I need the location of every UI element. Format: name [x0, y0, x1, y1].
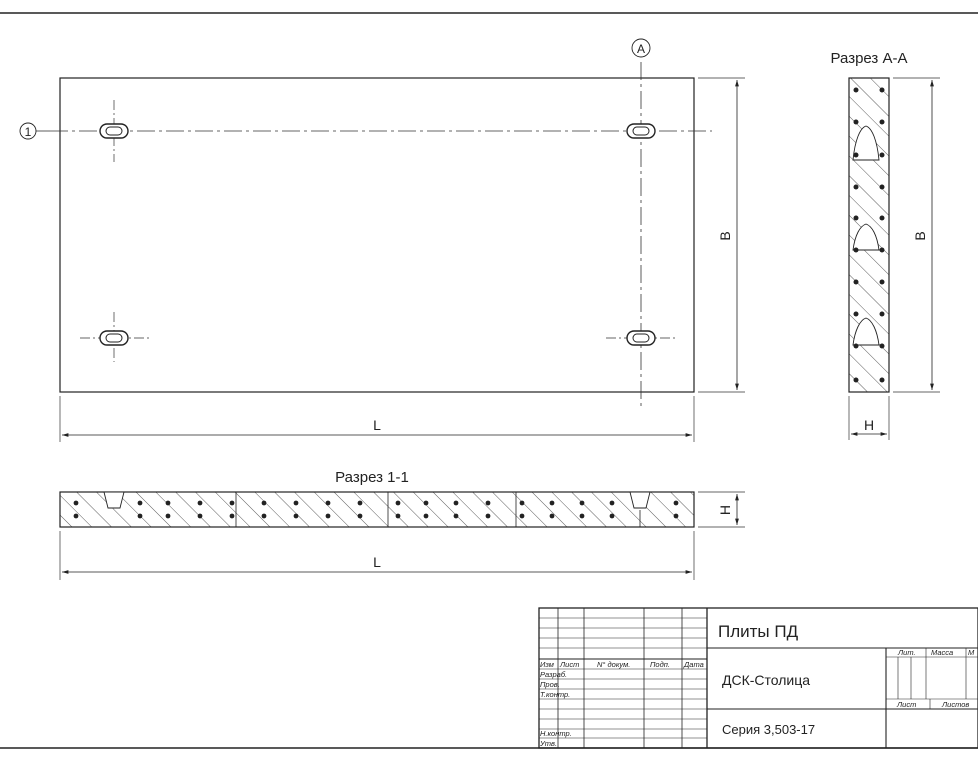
section-aa: Разрез А-А B H — [831, 50, 940, 440]
lifting-loop-bottom-left — [80, 312, 150, 362]
axis-marker-a — [631, 38, 651, 58]
section-aa-title: Разрез А-А — [831, 50, 908, 67]
title-block — [538, 607, 978, 749]
lifting-loop-bottom-right — [606, 330, 676, 346]
col-izm: Изм — [540, 660, 554, 669]
mass-label: Масса — [931, 648, 953, 657]
row-prov: Пров. — [540, 680, 560, 689]
dimension-l-section-label: L — [373, 554, 381, 570]
dimension-l-label: L — [373, 417, 381, 433]
product-name: Плиты ПД — [718, 622, 799, 641]
col-docnum: N° докум. — [597, 660, 630, 669]
lit-label: Лит. — [897, 648, 916, 657]
dimension-l-plan: L — [59, 396, 695, 442]
lifting-loop-top-left — [99, 100, 129, 162]
series-number: Серия 3,503-17 — [722, 722, 815, 737]
axis-marker-1 — [19, 122, 37, 140]
axis-label-a: A — [637, 42, 645, 56]
axis-label-1: 1 — [25, 125, 32, 139]
row-utv: Утв. — [539, 739, 557, 748]
col-list: Лист — [559, 660, 579, 669]
col-date: Дата — [683, 660, 704, 669]
row-nkontr: Н.контр. — [540, 729, 572, 738]
sheet-label: Лист — [896, 700, 916, 709]
company-name: ДСК-Столица — [722, 672, 810, 688]
section-11-body — [59, 491, 695, 528]
section-11: Разрез 1-1 — [59, 469, 745, 580]
scale-label: М — [968, 648, 975, 657]
col-sign: Подп. — [650, 660, 670, 669]
dimension-b-section-label: B — [912, 231, 928, 240]
plan-view: 1 A B — [19, 38, 745, 442]
slab-outline — [59, 77, 695, 393]
sheet-frame — [0, 12, 978, 749]
section-11-title: Разрез 1-1 — [335, 469, 409, 486]
dimension-b-label: B — [717, 231, 733, 240]
lifting-loop-top-right — [626, 123, 656, 139]
dimension-b-plan: B — [698, 77, 745, 393]
dimension-h-label: H — [717, 505, 733, 515]
row-tkontr: Т.контр. — [540, 690, 570, 699]
sheets-label: Листов — [941, 700, 969, 709]
row-razrab: Разраб. — [540, 670, 567, 679]
title-block-text: Плиты ПД ДСК-Столица Серия 3,503-17 Изм … — [539, 622, 975, 748]
dimension-h-section-label: H — [864, 417, 874, 433]
